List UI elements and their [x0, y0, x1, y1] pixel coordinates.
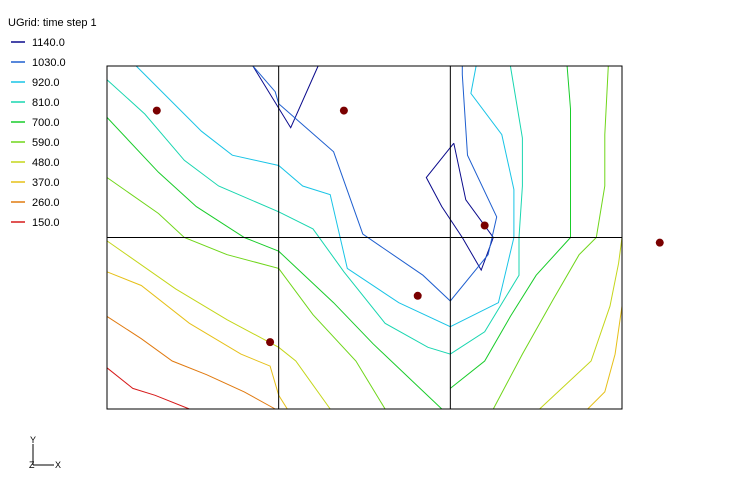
- legend-label-590: 590.0: [32, 137, 60, 149]
- contour-line-1030-0: [252, 65, 498, 302]
- data-point-6[interactable]: [655, 238, 664, 247]
- contour-plot-area[interactable]: [106, 65, 664, 410]
- contour-line-480-1: [539, 237, 623, 410]
- legend-label-1140: 1140.0: [32, 37, 65, 49]
- axes-triad-y-label: Y: [30, 435, 36, 445]
- legend-label-370: 370.0: [32, 177, 60, 189]
- contour-line-590-1: [492, 65, 609, 410]
- contour-line-260-0: [106, 315, 276, 410]
- legend-entry-700: 700.0: [11, 117, 60, 129]
- contour-line-1140-1: [425, 142, 494, 272]
- contour-line-1140-0: [252, 65, 319, 129]
- plot-title: UGrid: time step 1: [8, 17, 97, 29]
- data-points: [152, 106, 664, 347]
- legend-label-700: 700.0: [32, 117, 60, 129]
- legend-label-1030: 1030.0: [32, 57, 66, 69]
- contour-line-590-0: [106, 177, 386, 410]
- contour-line-920-0: [135, 65, 515, 328]
- contour-line-810-0: [106, 65, 523, 355]
- axes-triad-x-label: X: [55, 460, 61, 470]
- legend-label-150: 150.0: [32, 217, 60, 229]
- contour-line-480-0: [106, 240, 331, 410]
- data-point-5[interactable]: [266, 338, 275, 347]
- legend-entry-260: 260.0: [11, 197, 60, 209]
- data-point-3[interactable]: [480, 221, 489, 230]
- legend-entry-1030: 1030.0: [11, 57, 66, 69]
- axes-triad: Y Z X: [29, 435, 61, 470]
- legend-entry-480: 480.0: [11, 157, 60, 169]
- legend: 1140.0 1030.0 920.0 810.0 700.0 590.0 48…: [11, 37, 66, 229]
- legend-entry-150: 150.0: [11, 217, 60, 229]
- data-point-4[interactable]: [413, 291, 422, 300]
- data-point-1[interactable]: [152, 106, 161, 115]
- contour-line-700-1: [449, 65, 571, 389]
- legend-label-260: 260.0: [32, 197, 60, 209]
- axes-triad-z-label: Z: [29, 460, 35, 470]
- contour-line-370-1: [587, 306, 623, 410]
- contour-line-150-0: [106, 367, 190, 410]
- legend-entry-590: 590.0: [11, 137, 60, 149]
- legend-label-810: 810.0: [32, 97, 60, 109]
- legend-entry-810: 810.0: [11, 97, 60, 109]
- legend-label-920: 920.0: [32, 77, 60, 89]
- legend-entry-1140: 1140.0: [11, 37, 65, 49]
- data-point-2[interactable]: [339, 106, 348, 115]
- contour-line-700-0: [106, 117, 443, 410]
- legend-label-480: 480.0: [32, 157, 60, 169]
- mesh-grid: [106, 65, 623, 410]
- legend-entry-370: 370.0: [11, 177, 60, 189]
- legend-entry-920: 920.0: [11, 77, 60, 89]
